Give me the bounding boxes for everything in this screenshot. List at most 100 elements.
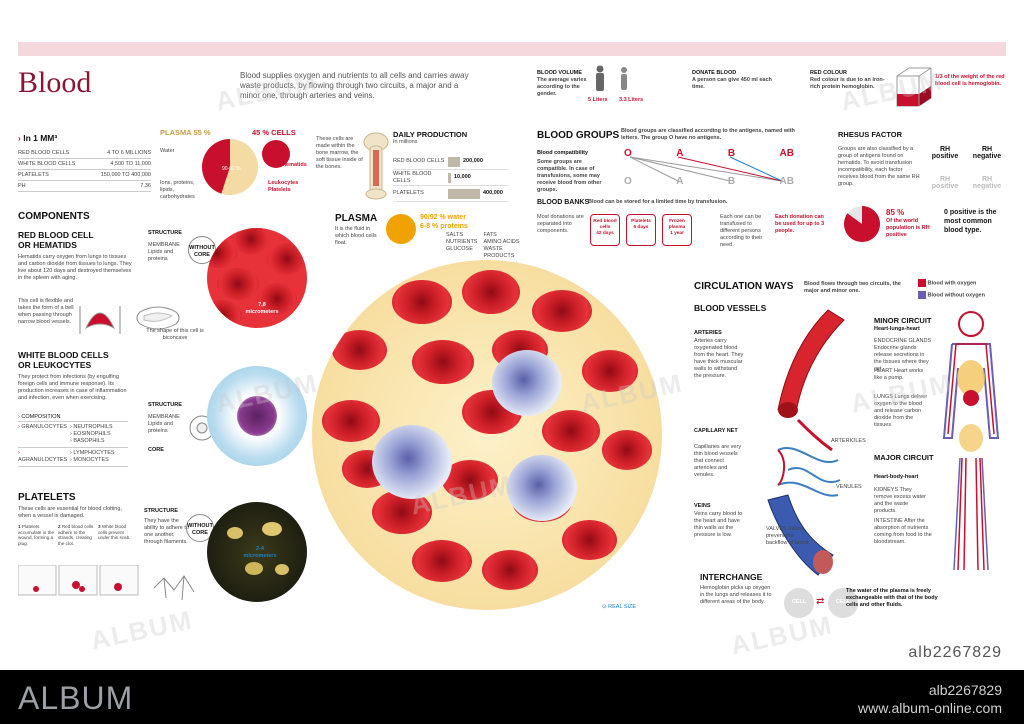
row-value: 10,000 (454, 174, 471, 180)
mm3-title-text: In 1 MM³ (23, 133, 58, 143)
agranulocytes-row: › AGRANULOCYTES › LYMPHOCYTES› MONOCYTES (18, 448, 128, 467)
clot-step-text: Red blood cells adhere to the strands, c… (58, 524, 94, 546)
blood-volume: BLOOD VOLUME The average varies accordin… (537, 70, 597, 98)
real-size-text: REAL SIZE (608, 604, 637, 610)
circulatory-system-illustration (942, 311, 1000, 571)
rh-positive-slice (844, 206, 880, 242)
page-title: Blood (18, 66, 92, 99)
volume-female: 3.3 Liters (619, 97, 644, 103)
production-bar (448, 156, 460, 167)
platelets-size: 2-4 micrometers (243, 546, 277, 559)
legend-label: Blood with oxygen (927, 280, 977, 287)
leuko-label: Leukocytes Platelets (268, 180, 299, 193)
banks-subtitle: Blood can be stored for a limited time b… (588, 199, 728, 205)
platelets-micrograph (207, 502, 307, 602)
donate-title: DONATE BLOOD (692, 70, 737, 76)
rbc-text: Hematids carry oxygen from lungs to tiss… (18, 254, 132, 281)
agranulocytes-label: AGRANULOCYTES (18, 457, 68, 463)
watermark: ALBUM (87, 604, 196, 656)
plasma-label: PLASMA (160, 128, 192, 137)
groups-title: BLOOD GROUPS (537, 130, 620, 141)
rh-negative: RH negative (972, 176, 1002, 190)
intestine-text: INTESTINE After the absorption of nutrie… (874, 518, 932, 545)
legend-swatch-red (918, 279, 926, 287)
water-label: Water (160, 148, 175, 154)
rbc-flex-text: This cell is flexible and takes the form… (18, 298, 74, 325)
body-silhouettes-icon (596, 65, 627, 91)
clot-step: 3 White blood cells prevent under this s… (98, 524, 131, 541)
o-positive-note: 0 positive is the most common blood type… (944, 209, 997, 234)
arterioles-label: ARTERIOLES (831, 438, 866, 444)
rh-positive: RH positive (931, 176, 959, 190)
cells-slice (201, 139, 230, 194)
compat-text: Some groups are compatible. In case of t… (537, 159, 602, 193)
wbc-micrograph (207, 366, 307, 466)
list-item: BASOPHILS (73, 438, 105, 444)
plasma-title: PLASMA (335, 213, 378, 224)
rh-positive: RH positive (931, 146, 959, 160)
wbc-text: They protect from infections (by engulfi… (18, 374, 127, 401)
group-label: AB (779, 176, 794, 187)
bank-item-time: 42 days (596, 231, 614, 236)
bank-item-time: 1 year (670, 231, 684, 236)
kidneys-text: KIDNEYS They remove excess water and the… (874, 487, 926, 514)
row-value: 4 TO 6 MILLIONS (107, 150, 151, 156)
rbc-size: 7,8 micrometers (245, 302, 279, 315)
group-label: B (727, 176, 736, 187)
list-item: EOSINOPHILS (73, 431, 111, 437)
groups-text: Blood groups are classified according to… (621, 128, 795, 141)
valves-label: VALVES Valves prevent the backflow of bl… (766, 526, 811, 546)
footer-url-link[interactable]: www.album-online.com (858, 700, 1002, 716)
platelets-text: These cells are essential for blood clot… (18, 506, 122, 519)
clot-step: 2 Red blood cells adhere to the strands,… (58, 524, 94, 546)
daily-subtitle: In millions (393, 139, 418, 145)
donate-blood: DONATE BLOOD A person can give 450 ml ea… (692, 70, 772, 91)
clot-step-text: White blood cells prevent under this sca… (98, 524, 131, 541)
granulocytes-label: GRANULOCYTES (21, 424, 67, 430)
clot-step-text: Platelets accumulate in the wound, formi… (18, 524, 55, 546)
minor-subtitle: Heart-lungs-heart (874, 326, 920, 332)
bank-item-name: Red blood cells (593, 219, 617, 230)
footer-logo[interactable]: ALBUM (18, 680, 134, 716)
table-row: RED BLOOD CELLS 200,000 (393, 154, 508, 170)
plasma-exchange-note: The water of the plasma is freely exchan… (846, 588, 938, 608)
plasma-makeup: 90/92 % water 6-8 % proteins (420, 213, 468, 231)
red-colour-title: RED COLOUR (810, 70, 847, 76)
bank-item-name: Frozen plasma (668, 219, 686, 230)
hematids-pct: 99 % Hematids (268, 162, 307, 168)
rh-negative: RH negative (972, 146, 1002, 160)
platelets-title: PLATELETS (18, 492, 76, 503)
endocrine-text: ENDOCRINE GLANDS Endocrine glands releas… (874, 338, 932, 372)
marrow-note: These cells are made within the bone mar… (316, 136, 363, 170)
row-value: 200,000 (463, 158, 483, 164)
rbc-shape-text: The shape of this cell is biconcave (146, 328, 204, 341)
veins-text: Veins carry blood to the heart and have … (694, 511, 743, 538)
wbc-membrane-label: MEMBRANE Lipids and proteins (148, 414, 180, 434)
clotting-diagram (18, 565, 139, 596)
production-bar (448, 172, 451, 183)
row-label: PLATELETS (18, 172, 49, 178)
water-pct: 90-92 % (222, 166, 241, 172)
veins-title: VEINS (694, 503, 711, 509)
list-item: WASTE PRODUCTS (483, 246, 515, 259)
platelets-note: They have the ability to adhere to one a… (144, 518, 189, 545)
row-value: 400,000 (483, 190, 503, 196)
banks-each: Each one can be transfused to different … (720, 214, 763, 248)
donate-text: A person can give 450 ml each time. (692, 77, 772, 90)
group-label: A (676, 176, 684, 187)
plasma-pct-label: PLASMA 55 % (160, 128, 211, 137)
granulocytes-row: › GRANULOCYTES › NEUTROPHILS› EOSINOPHIL… (18, 422, 128, 448)
plasma-circle (386, 214, 416, 244)
rbc-membrane-label: MEMBRANE Lipids and proteins (148, 242, 180, 262)
row-label: WHITE BLOOD CELLS (18, 161, 76, 167)
hemoglobin-note: 1/3 of the weight of the red blood cell … (935, 74, 1005, 87)
footer-bar (0, 670, 1024, 724)
banks-donation: Each donation can be used for up to 3 pe… (775, 214, 825, 234)
compat-title: Blood compatibility (537, 150, 589, 156)
banks-text: Most donations are separated into compon… (537, 214, 584, 234)
plasma-pie-chart: 90-92 % (201, 139, 258, 195)
blood-magnification (312, 260, 662, 610)
rbc-title-1: RED BLOOD CELL (18, 230, 94, 240)
